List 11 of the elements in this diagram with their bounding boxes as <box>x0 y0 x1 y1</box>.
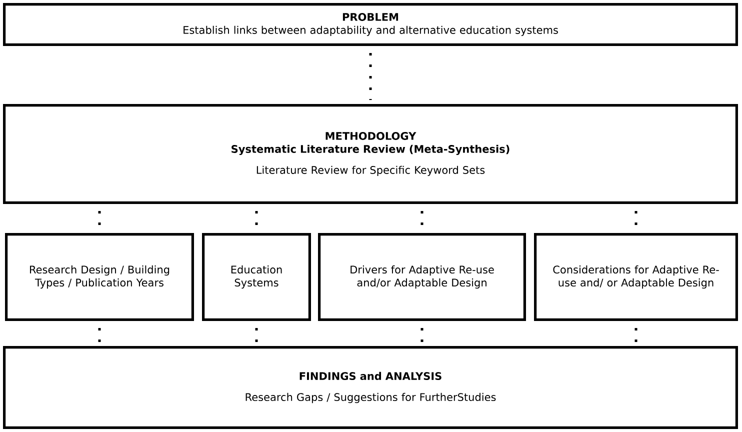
dotted-connector <box>634 328 638 342</box>
category-box: Drivers for Adaptive Re-use and/or Adaptable Design <box>318 233 526 321</box>
methodology-box: METHODOLOGY Systematic Literature Review (Meta-Synthesis) Literature Review for Specific Keyword Sets <box>3 104 738 204</box>
category-box: Education Systems <box>202 233 311 321</box>
category-box: Considerations for Adaptive Re-use and/ or Adaptable Design <box>534 233 738 321</box>
dotted-connector <box>255 328 258 342</box>
problem-box: PROBLEM Establish links between adaptability and alternative education systems <box>3 3 738 46</box>
dotted-connector <box>98 328 101 342</box>
findings-box: FINDINGS and ANALYSIS Research Gaps / Suggestions for FurtherStudies <box>3 346 738 429</box>
dotted-connector <box>420 328 424 342</box>
category-box: Research Design / Building Types / Publication Years <box>5 233 194 321</box>
